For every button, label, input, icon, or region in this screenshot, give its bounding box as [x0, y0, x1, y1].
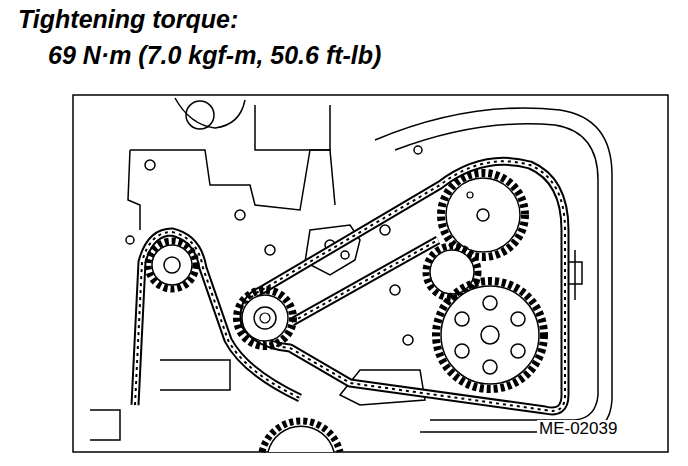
- block-outline: [130, 150, 335, 210]
- bolt-hole: [235, 210, 245, 220]
- chain-tensioner: [574, 250, 576, 300]
- block-outline: [128, 150, 140, 230]
- bolt-hole: [390, 285, 400, 295]
- bolt-hole: [341, 251, 349, 259]
- housing-outline: [175, 98, 245, 128]
- heading: Tightening torque:: [18, 6, 238, 34]
- cam-sprocket: [441, 173, 525, 257]
- bolt-hole: [403, 335, 413, 345]
- chain-guide: [160, 360, 230, 390]
- chain-cover-outline: [375, 108, 612, 432]
- bolt-hole: [380, 225, 390, 235]
- housing-boss: [186, 101, 214, 129]
- figure-frame: [73, 95, 668, 452]
- timing-chain: [135, 161, 565, 411]
- bolt-hole: [126, 236, 134, 244]
- block-outline: [90, 410, 120, 440]
- lower-sprocket: [262, 421, 340, 452]
- figure-code: ME-02039: [537, 420, 619, 439]
- block-outline: [255, 105, 330, 150]
- oil-pump-sprocket: [148, 241, 196, 289]
- crank-sprocket: [237, 290, 293, 346]
- bolt-hole: [414, 146, 422, 154]
- torque-value: 69 N·m (7.0 kgf-m, 50.6 ft-lb): [48, 42, 381, 70]
- cam-gear: [436, 281, 544, 389]
- chain-tensioner: [568, 262, 582, 284]
- bolt-hole: [145, 160, 155, 170]
- bolt-hole: [265, 245, 275, 255]
